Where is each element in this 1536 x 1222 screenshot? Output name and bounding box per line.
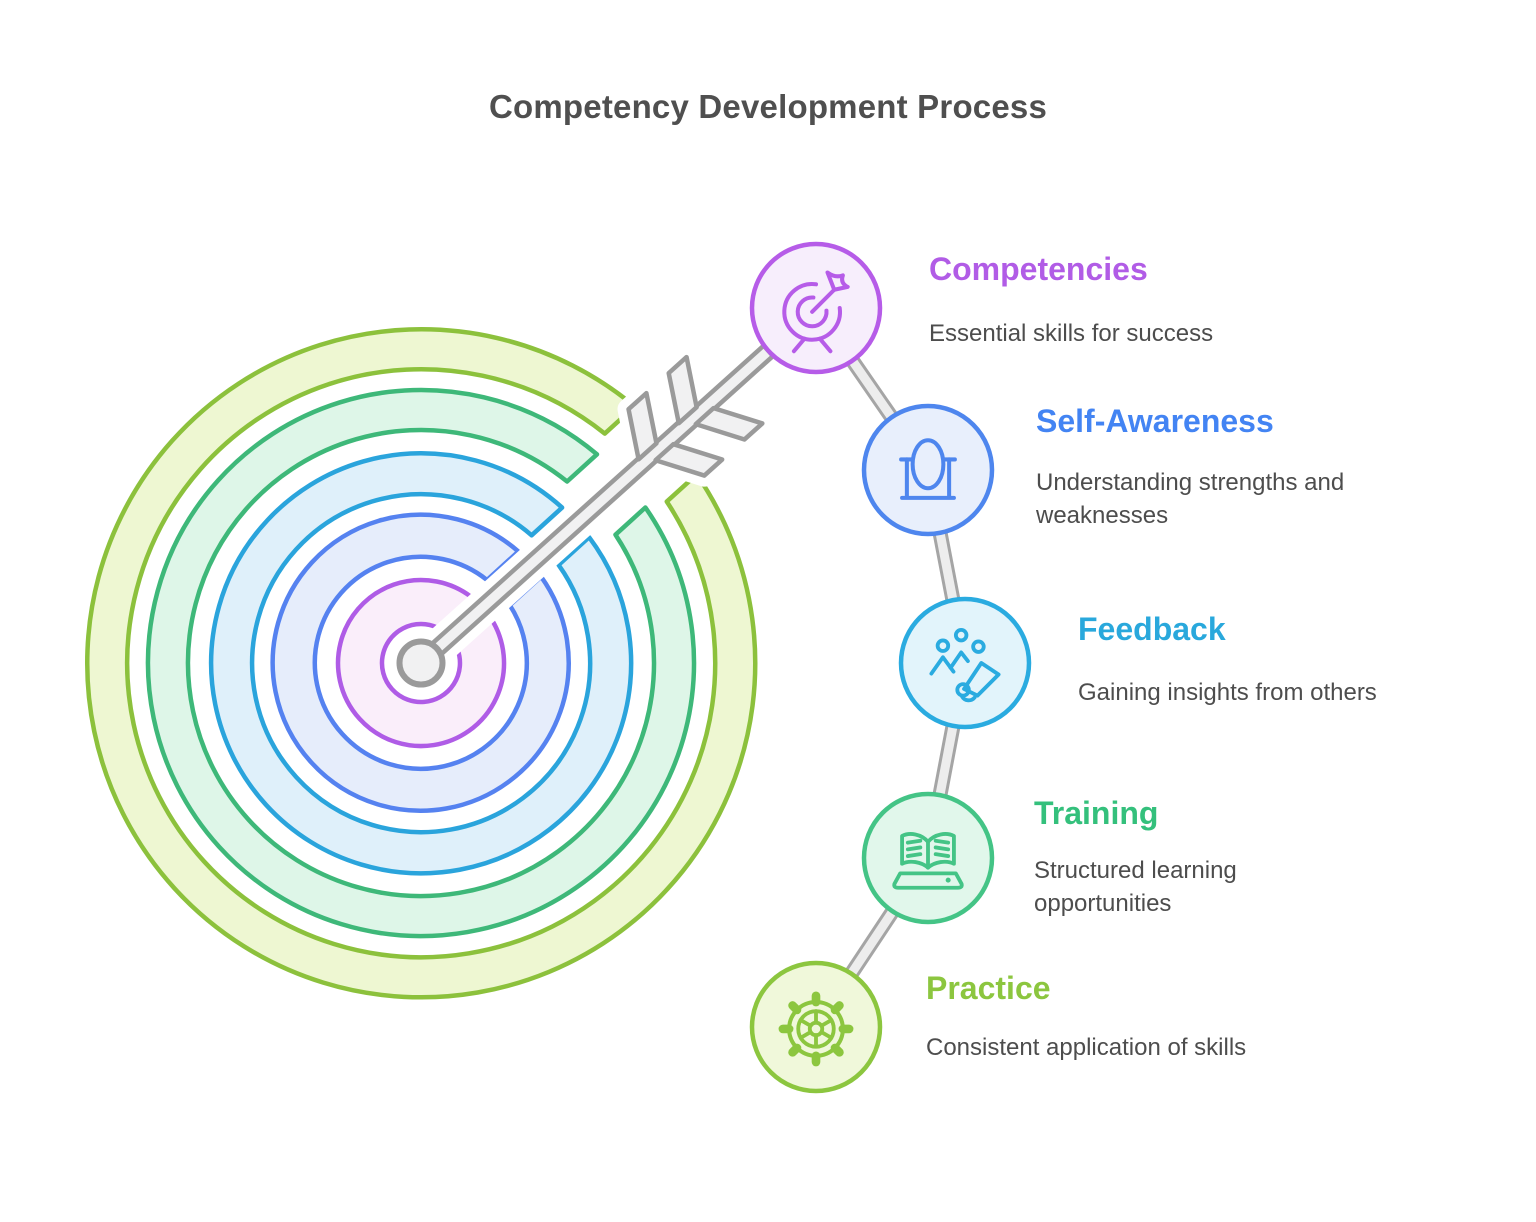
arrow-fletching (693, 405, 765, 442)
ring-3 (208, 451, 634, 876)
step-title-competencies: Competencies (929, 251, 1148, 287)
step-title-training: Training (1034, 795, 1159, 831)
step-desc-competencies: Essential skills for success (929, 320, 1214, 347)
step-title-practice: Practice (926, 970, 1051, 1006)
ring-1-outer (85, 327, 758, 1000)
arrow-fletching (653, 441, 725, 478)
step-badge-feedback (898, 596, 1032, 730)
ring-4 (270, 512, 571, 813)
step-badge-practice (749, 960, 883, 1094)
arrow-body (412, 343, 776, 672)
gear-icon (778, 991, 854, 1067)
arrow-knob (396, 638, 446, 688)
page-title: Competency Development Process (488, 88, 1048, 125)
target-arrow (403, 334, 785, 681)
step-desc-self-awareness: Understanding strengths and weaknesses (1036, 469, 1345, 529)
step-badge-self-awareness (861, 403, 995, 537)
arrow-fletching (666, 354, 699, 426)
target-rings (85, 327, 758, 1000)
step-desc-feedback: Gaining insights from others (1078, 679, 1377, 706)
mirror-icon (899, 438, 957, 500)
ring-5-bullseye (335, 577, 507, 749)
step-desc-training: Structured learning opportunities (1034, 857, 1237, 917)
open-book-icon (892, 832, 964, 890)
step-title-self-awareness: Self-Awareness (1036, 403, 1274, 439)
people-megaphone-icon (929, 627, 1001, 703)
step-desc-practice: Consistent application of skills (926, 1034, 1247, 1061)
arrow-fletching (626, 390, 659, 462)
step-badges (749, 241, 1032, 1094)
ring-2 (145, 387, 697, 939)
step-title-feedback: Feedback (1078, 611, 1226, 647)
target-dart-icon (782, 270, 850, 354)
